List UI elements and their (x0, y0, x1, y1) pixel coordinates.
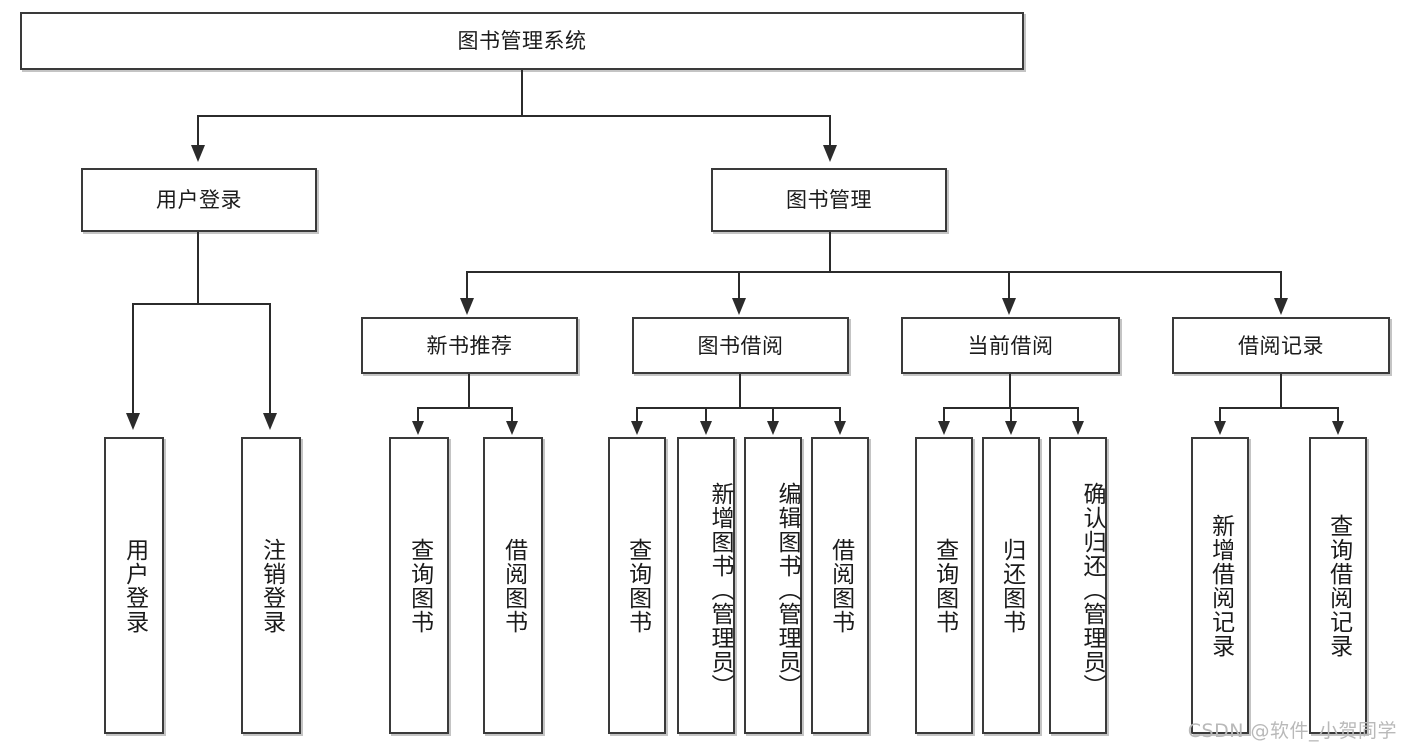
connector-current-borrow-stem (1009, 374, 1012, 409)
connector-borrow-record-stem (1280, 374, 1283, 409)
connector-current-borrow-child-3 (1077, 407, 1080, 424)
arrow-new-book-child-2 (506, 421, 518, 435)
leaf-borrow-record-0[interactable]: 新增借阅记录 (1191, 437, 1249, 734)
leaf-user-login-0[interactable]: 用户登录 (104, 437, 164, 734)
leaf-book-borrow-3[interactable]: 借阅图书 (811, 437, 869, 734)
arrow-borrow-record-child-2 (1332, 421, 1344, 435)
leaf-label: 借阅图书 (500, 537, 527, 634)
arrow-current-borrow-child-2 (1005, 421, 1017, 435)
connector-user-login-child-1 (132, 303, 135, 415)
arrow-new-book-child-1 (412, 421, 424, 435)
connector-user-login-stem (197, 232, 200, 305)
leaf-label: 查询借阅记录 (1325, 513, 1352, 658)
leaf-current-borrow-0[interactable]: 查询图书 (915, 437, 973, 734)
connector-to-new-book (466, 271, 469, 301)
arrow-book-borrow-child-2 (700, 421, 712, 435)
arrow-current-borrow-child-1 (938, 421, 950, 435)
leaf-label: 借阅图书 (827, 537, 854, 634)
arrow-user-login-child-2 (263, 413, 277, 430)
arrow-to-user-login (191, 145, 205, 162)
arrow-current-borrow-child-3 (1072, 421, 1084, 435)
connector-book-borrow-child-3 (772, 407, 775, 424)
leaf-current-borrow-1[interactable]: 归还图书 (982, 437, 1040, 734)
arrow-to-current-borrow (1002, 298, 1016, 315)
arrow-user-login-child-1 (126, 413, 140, 430)
connector-book-borrow-child-2 (705, 407, 708, 424)
node-book-borrow[interactable]: 图书借阅 (632, 317, 849, 374)
connector-book-borrow-bus (636, 407, 841, 410)
connector-borrow-record-child-2 (1337, 407, 1340, 424)
connector-to-book-borrow (738, 271, 741, 301)
connector-current-borrow-child-1 (943, 407, 946, 424)
leaf-label: 查询图书 (624, 537, 651, 634)
leaf-user-login-1[interactable]: 注销登录 (241, 437, 301, 734)
leaf-label: 编辑图书（管理员） (774, 481, 800, 698)
connector-book-borrow-child-4 (839, 407, 842, 424)
leaf-label: 用户登录 (121, 537, 148, 634)
connector-root-stem (521, 70, 524, 116)
connector-borrow-record-child-1 (1219, 407, 1222, 424)
leaf-label: 查询图书 (406, 537, 433, 634)
leaf-borrow-record-1[interactable]: 查询借阅记录 (1309, 437, 1367, 734)
node-label: 图书管理系统 (457, 28, 587, 53)
connector-borrow-record-bus (1219, 407, 1339, 410)
leaf-label: 新增借阅记录 (1207, 513, 1234, 658)
leaf-label: 新增图书（管理员） (707, 481, 733, 698)
leaf-label: 归还图书 (998, 537, 1025, 634)
node-book-manage[interactable]: 图书管理 (711, 168, 947, 232)
connector-to-book-manage (829, 115, 832, 147)
connector-to-borrow-record (1280, 271, 1283, 301)
leaf-label: 确认归还（管理员） (1079, 481, 1105, 698)
connector-new-book-bus (417, 407, 513, 410)
node-root-system[interactable]: 图书管理系统 (20, 12, 1024, 70)
connector-to-current-borrow (1008, 271, 1011, 301)
leaf-current-borrow-2[interactable]: 确认归还（管理员） (1049, 437, 1107, 734)
node-current-borrow[interactable]: 当前借阅 (901, 317, 1120, 374)
node-new-book-recommend[interactable]: 新书推荐 (361, 317, 578, 374)
connector-new-book-child-1 (417, 407, 420, 424)
leaf-book-borrow-0[interactable]: 查询图书 (608, 437, 666, 734)
node-label: 借阅记录 (1238, 333, 1324, 358)
connector-user-login-bus (132, 303, 269, 306)
connector-to-user-login (197, 115, 200, 147)
leaf-book-borrow-1[interactable]: 新增图书（管理员） (677, 437, 735, 734)
leaf-label: 注销登录 (258, 537, 285, 634)
connector-user-login-child-2 (269, 303, 272, 415)
arrow-to-new-book (460, 298, 474, 315)
arrow-to-borrow-record (1274, 298, 1288, 315)
arrow-book-borrow-child-3 (767, 421, 779, 435)
connector-new-book-child-2 (511, 407, 514, 424)
node-label: 图书借阅 (697, 333, 784, 358)
connector-new-book-stem (468, 374, 471, 409)
connector-level3-bus (466, 271, 1282, 274)
arrow-book-borrow-child-1 (631, 421, 643, 435)
node-label: 图书管理 (786, 187, 872, 212)
arrow-borrow-record-child-1 (1214, 421, 1226, 435)
watermark: CSDN @软件_小贺同学 (1187, 720, 1397, 742)
node-label: 当前借阅 (967, 333, 1054, 358)
node-user-login[interactable]: 用户登录 (81, 168, 317, 232)
leaf-new-book-1[interactable]: 借阅图书 (483, 437, 543, 734)
arrow-book-borrow-child-4 (834, 421, 846, 435)
connector-book-borrow-stem (739, 374, 742, 409)
node-label: 新书推荐 (426, 333, 513, 358)
leaf-label: 查询图书 (931, 537, 958, 634)
arrow-to-book-borrow (732, 298, 746, 315)
leaf-new-book-0[interactable]: 查询图书 (389, 437, 449, 734)
arrow-to-book-manage (823, 145, 837, 162)
connector-book-borrow-child-1 (636, 407, 639, 424)
connector-current-borrow-child-2 (1010, 407, 1013, 424)
connector-level2-bus (197, 115, 831, 118)
leaf-book-borrow-2[interactable]: 编辑图书（管理员） (744, 437, 802, 734)
node-label: 用户登录 (156, 187, 242, 212)
node-borrow-record[interactable]: 借阅记录 (1172, 317, 1390, 374)
connector-book-manage-stem (829, 232, 832, 273)
